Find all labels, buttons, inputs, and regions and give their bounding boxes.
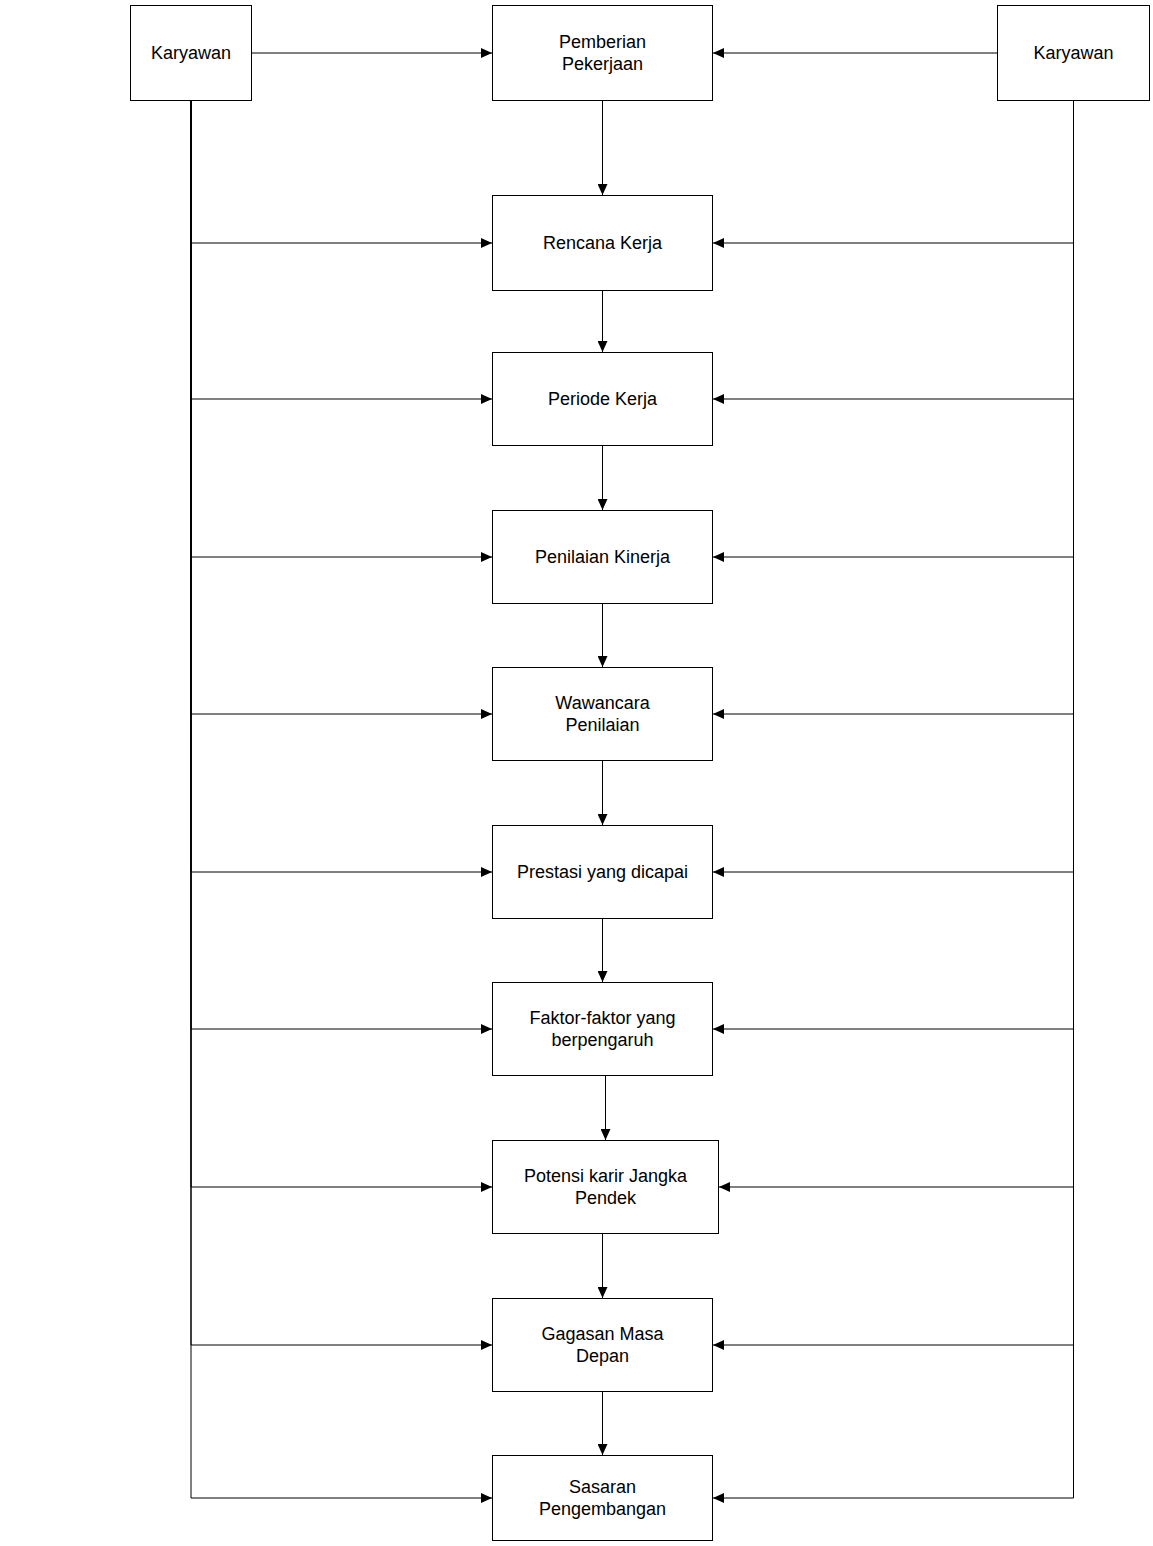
flow-arrow <box>602 604 603 667</box>
process-box: Periode Kerja <box>492 352 713 446</box>
actor-box: Karyawan <box>997 5 1150 101</box>
flow-arrow <box>713 101 1074 1345</box>
flow-arrow <box>602 446 603 510</box>
flow-arrow <box>252 53 492 54</box>
flow-arrow <box>191 101 492 1345</box>
node-label: Periode Kerja <box>548 388 657 410</box>
flow-arrow <box>602 919 603 982</box>
process-box: Sasaran Pengembangan <box>492 1455 713 1541</box>
node-label: Faktor-faktor yang berpengaruh <box>508 1007 698 1051</box>
flow-arrow <box>713 53 997 54</box>
node-label: Penilaian Kinerja <box>535 546 670 568</box>
flow-arrow <box>602 1234 603 1298</box>
flow-arrow <box>191 101 492 1498</box>
flow-arrow <box>602 1392 603 1455</box>
process-box: Rencana Kerja <box>492 195 713 291</box>
node-label: Prestasi yang dicapai <box>517 861 688 883</box>
node-label: Rencana Kerja <box>543 232 662 254</box>
node-label: Pemberian Pekerjaan <box>523 31 683 75</box>
process-box: Wawancara Penilaian <box>492 667 713 761</box>
flow-arrow <box>191 101 492 1029</box>
process-box: Penilaian Kinerja <box>492 510 713 604</box>
flow-arrow <box>191 101 492 1187</box>
flow-arrow <box>713 101 1074 243</box>
flow-arrow <box>713 101 1074 1498</box>
flow-arrow <box>191 101 492 243</box>
flow-arrow <box>602 291 603 352</box>
flow-arrow <box>713 101 1074 1029</box>
node-label: Karyawan <box>1033 42 1113 64</box>
process-box: Gagasan Masa Depan <box>492 1298 713 1392</box>
process-box: Potensi karir Jangka Pendek <box>492 1140 719 1234</box>
flow-arrow <box>713 101 1074 714</box>
node-label: Sasaran Pengembangan <box>523 1476 683 1520</box>
flow-arrow <box>719 101 1074 1187</box>
flow-arrow <box>191 101 492 557</box>
flow-arrow <box>191 101 492 872</box>
flow-arrow <box>191 101 492 399</box>
actor-box: Karyawan <box>130 5 252 101</box>
node-label: Potensi karir Jangka Pendek <box>498 1165 713 1209</box>
flow-arrow <box>602 101 603 195</box>
process-box: Faktor-faktor yang berpengaruh <box>492 982 713 1076</box>
flow-arrow <box>605 1076 606 1140</box>
process-box: Pemberian Pekerjaan <box>492 5 713 101</box>
flow-arrow <box>602 761 603 825</box>
node-label: Wawancara Penilaian <box>528 692 678 736</box>
flow-arrow <box>713 101 1074 399</box>
node-label: Gagasan Masa Depan <box>528 1323 678 1367</box>
flow-arrow <box>713 101 1074 557</box>
flow-arrow <box>713 101 1074 872</box>
node-label: Karyawan <box>151 42 231 64</box>
flow-arrow <box>191 101 492 714</box>
process-box: Prestasi yang dicapai <box>492 825 713 919</box>
